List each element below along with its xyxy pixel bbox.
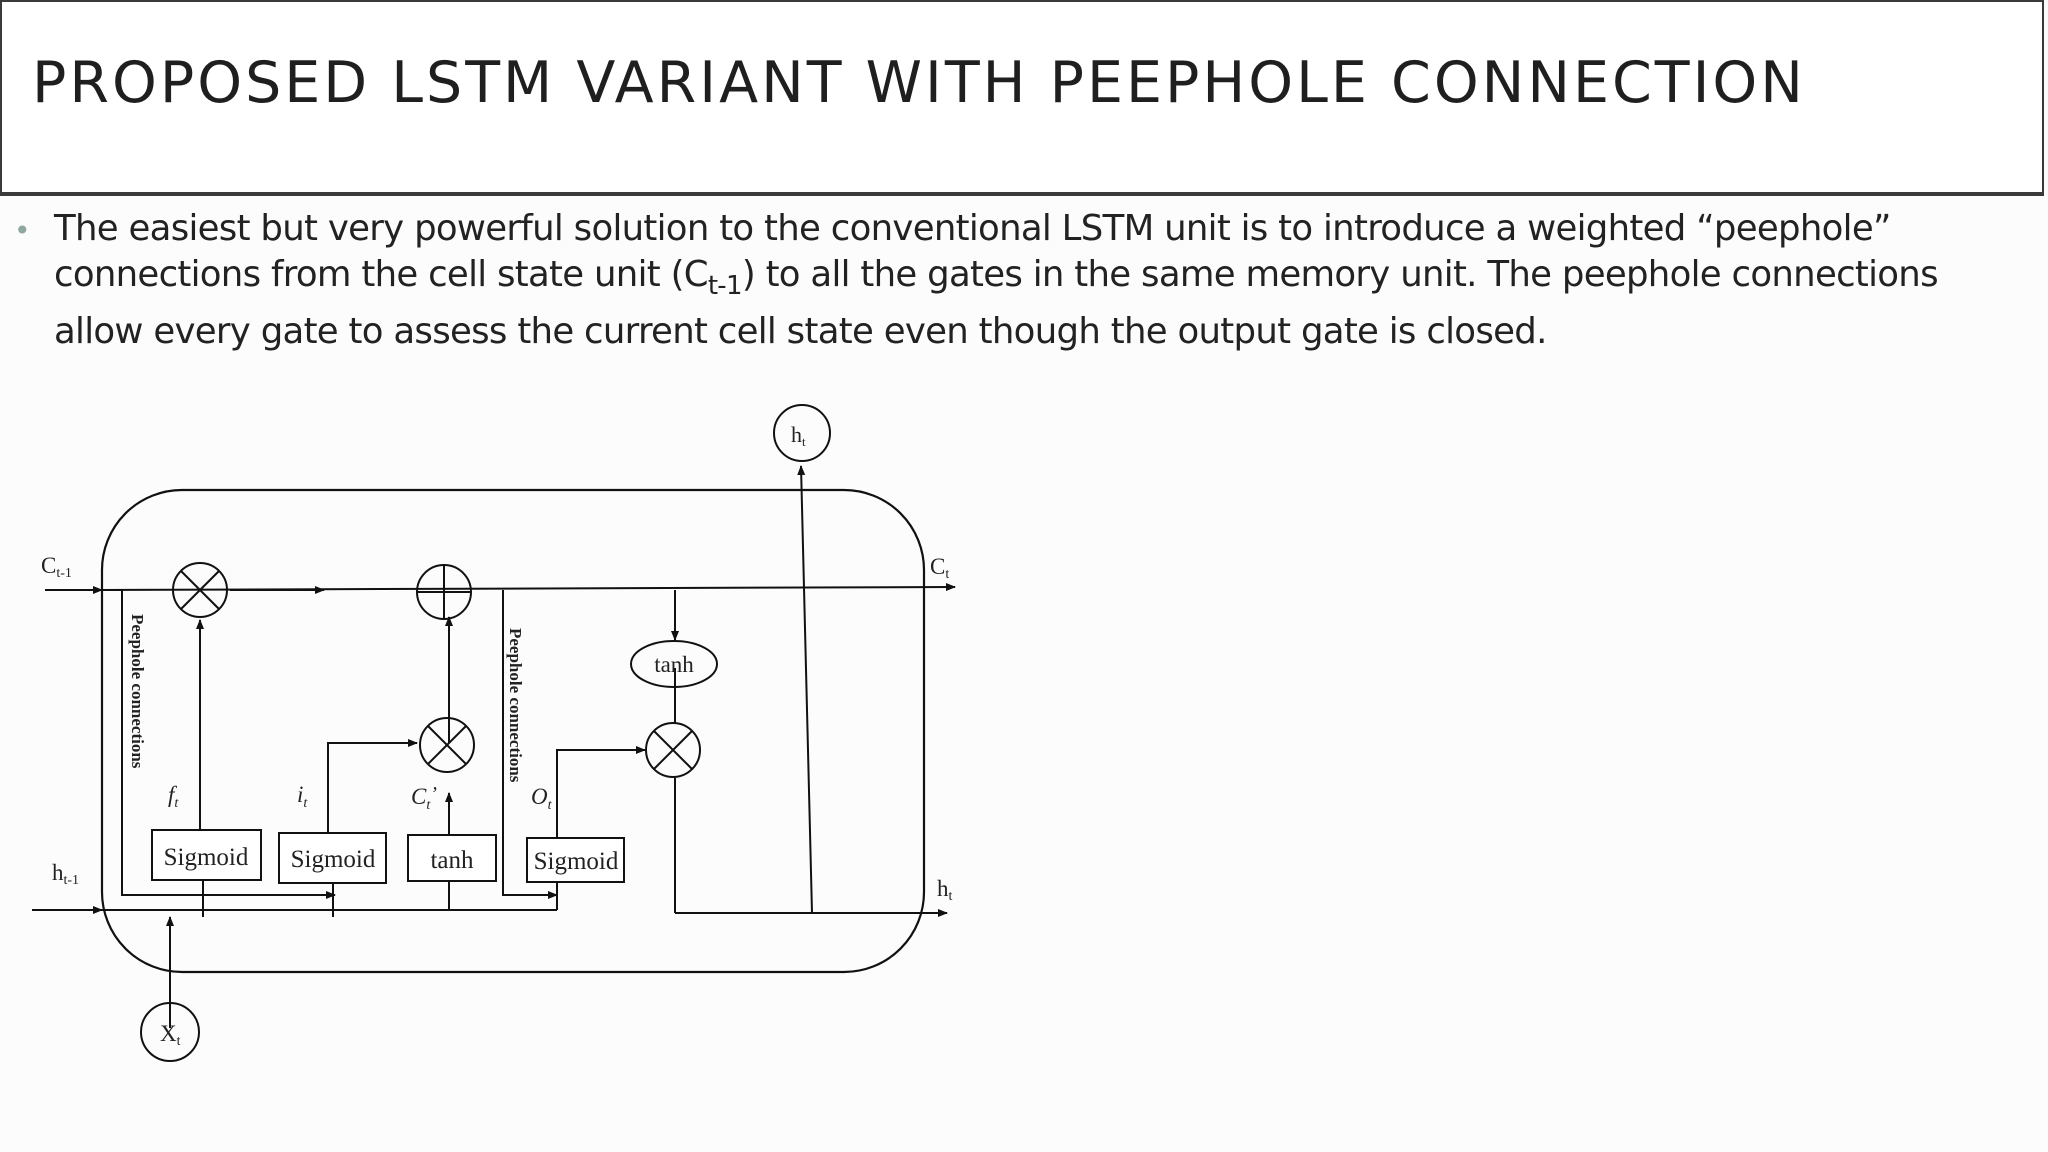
h-top-label: ht	[791, 422, 806, 449]
xt-input-circle	[140, 1002, 200, 1062]
h-prev-label: ht-1	[52, 860, 79, 888]
slide-title: PROPOSED LSTM VARIANT WITH PEEPHOLE CONN…	[32, 50, 1806, 116]
output-multiply-circle	[645, 722, 701, 778]
ht-output-circle	[773, 404, 831, 462]
bullet-text: The easiest but very powerful solution t…	[54, 206, 2029, 355]
bullet-text-part1: The easiest but very powerful solution t…	[54, 208, 1891, 295]
cell-state-line	[101, 583, 956, 592]
peephole-left-line	[102, 589, 335, 896]
input-gate-label: it	[297, 782, 308, 811]
input-multiply-circle	[419, 717, 475, 773]
x-input-label: Xt	[160, 1021, 181, 1049]
candidate-gate-box	[407, 834, 497, 882]
output-gate-label: Ot	[531, 784, 553, 813]
bullet-text-part2: ) to all the gates in the same memory un…	[54, 254, 1939, 353]
forget-gate-box	[151, 829, 262, 881]
input-gate-box-label: Sigmoid	[291, 846, 376, 873]
c-prev-label: Ct-1	[41, 553, 72, 581]
forget-gate-box-label: Sigmoid	[164, 844, 249, 871]
lstm-diagram-svg: Sigmoid Sigmoid tanh Sigmoid tanh ft it …	[32, 404, 956, 1062]
bullet-subscript: t-1	[707, 271, 743, 302]
lstm-peephole-diagram: Sigmoid Sigmoid tanh Sigmoid tanh ft it …	[0, 390, 1000, 1090]
title-box: PROPOSED LSTM VARIANT WITH PEEPHOLE CONN…	[0, 0, 2044, 196]
forget-multiply-circle	[172, 562, 228, 618]
input-gate-box	[278, 832, 387, 884]
peephole-label-right: Peephole connections	[506, 628, 525, 783]
h-out-label: ht	[937, 876, 953, 904]
candidate-gate-box-label: tanh	[430, 847, 474, 874]
output-gate-line	[556, 746, 646, 838]
input-gate-line	[327, 739, 418, 833]
candidate-label: Ct’	[411, 783, 437, 813]
bullet-marker: •	[14, 214, 31, 247]
output-gate-box-label: Sigmoid	[534, 848, 619, 875]
ht-up-line	[797, 465, 813, 914]
output-gate-box	[526, 837, 625, 883]
forget-gate-label: ft	[168, 782, 179, 811]
cell-boundary	[100, 488, 926, 974]
peephole-label-left: Peephole connections	[128, 614, 147, 769]
tanh-oval	[630, 640, 718, 688]
tanh-oval-label: tanh	[654, 652, 694, 677]
c-out-label: Ct	[930, 554, 949, 582]
